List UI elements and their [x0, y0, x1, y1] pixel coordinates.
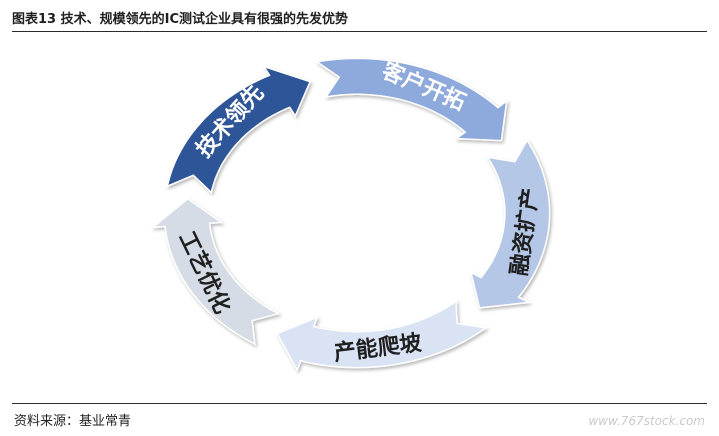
arrow-customer-dev	[314, 57, 508, 142]
figure-title: 图表13 技术、规模领先的IC测试企业具有很强的先发优势	[12, 12, 348, 27]
bottom-rule	[12, 403, 707, 404]
arrow-tech-lead	[166, 65, 312, 194]
top-rule	[12, 31, 707, 32]
watermark: www.767stock.com	[588, 414, 705, 428]
source-note: 资料来源：基业常青	[14, 414, 132, 429]
arrow-capacity-ramp	[276, 299, 488, 372]
arrow-financing-expansion	[469, 138, 551, 309]
arrow-process-opt	[150, 197, 281, 346]
cycle-arrows	[150, 57, 551, 372]
